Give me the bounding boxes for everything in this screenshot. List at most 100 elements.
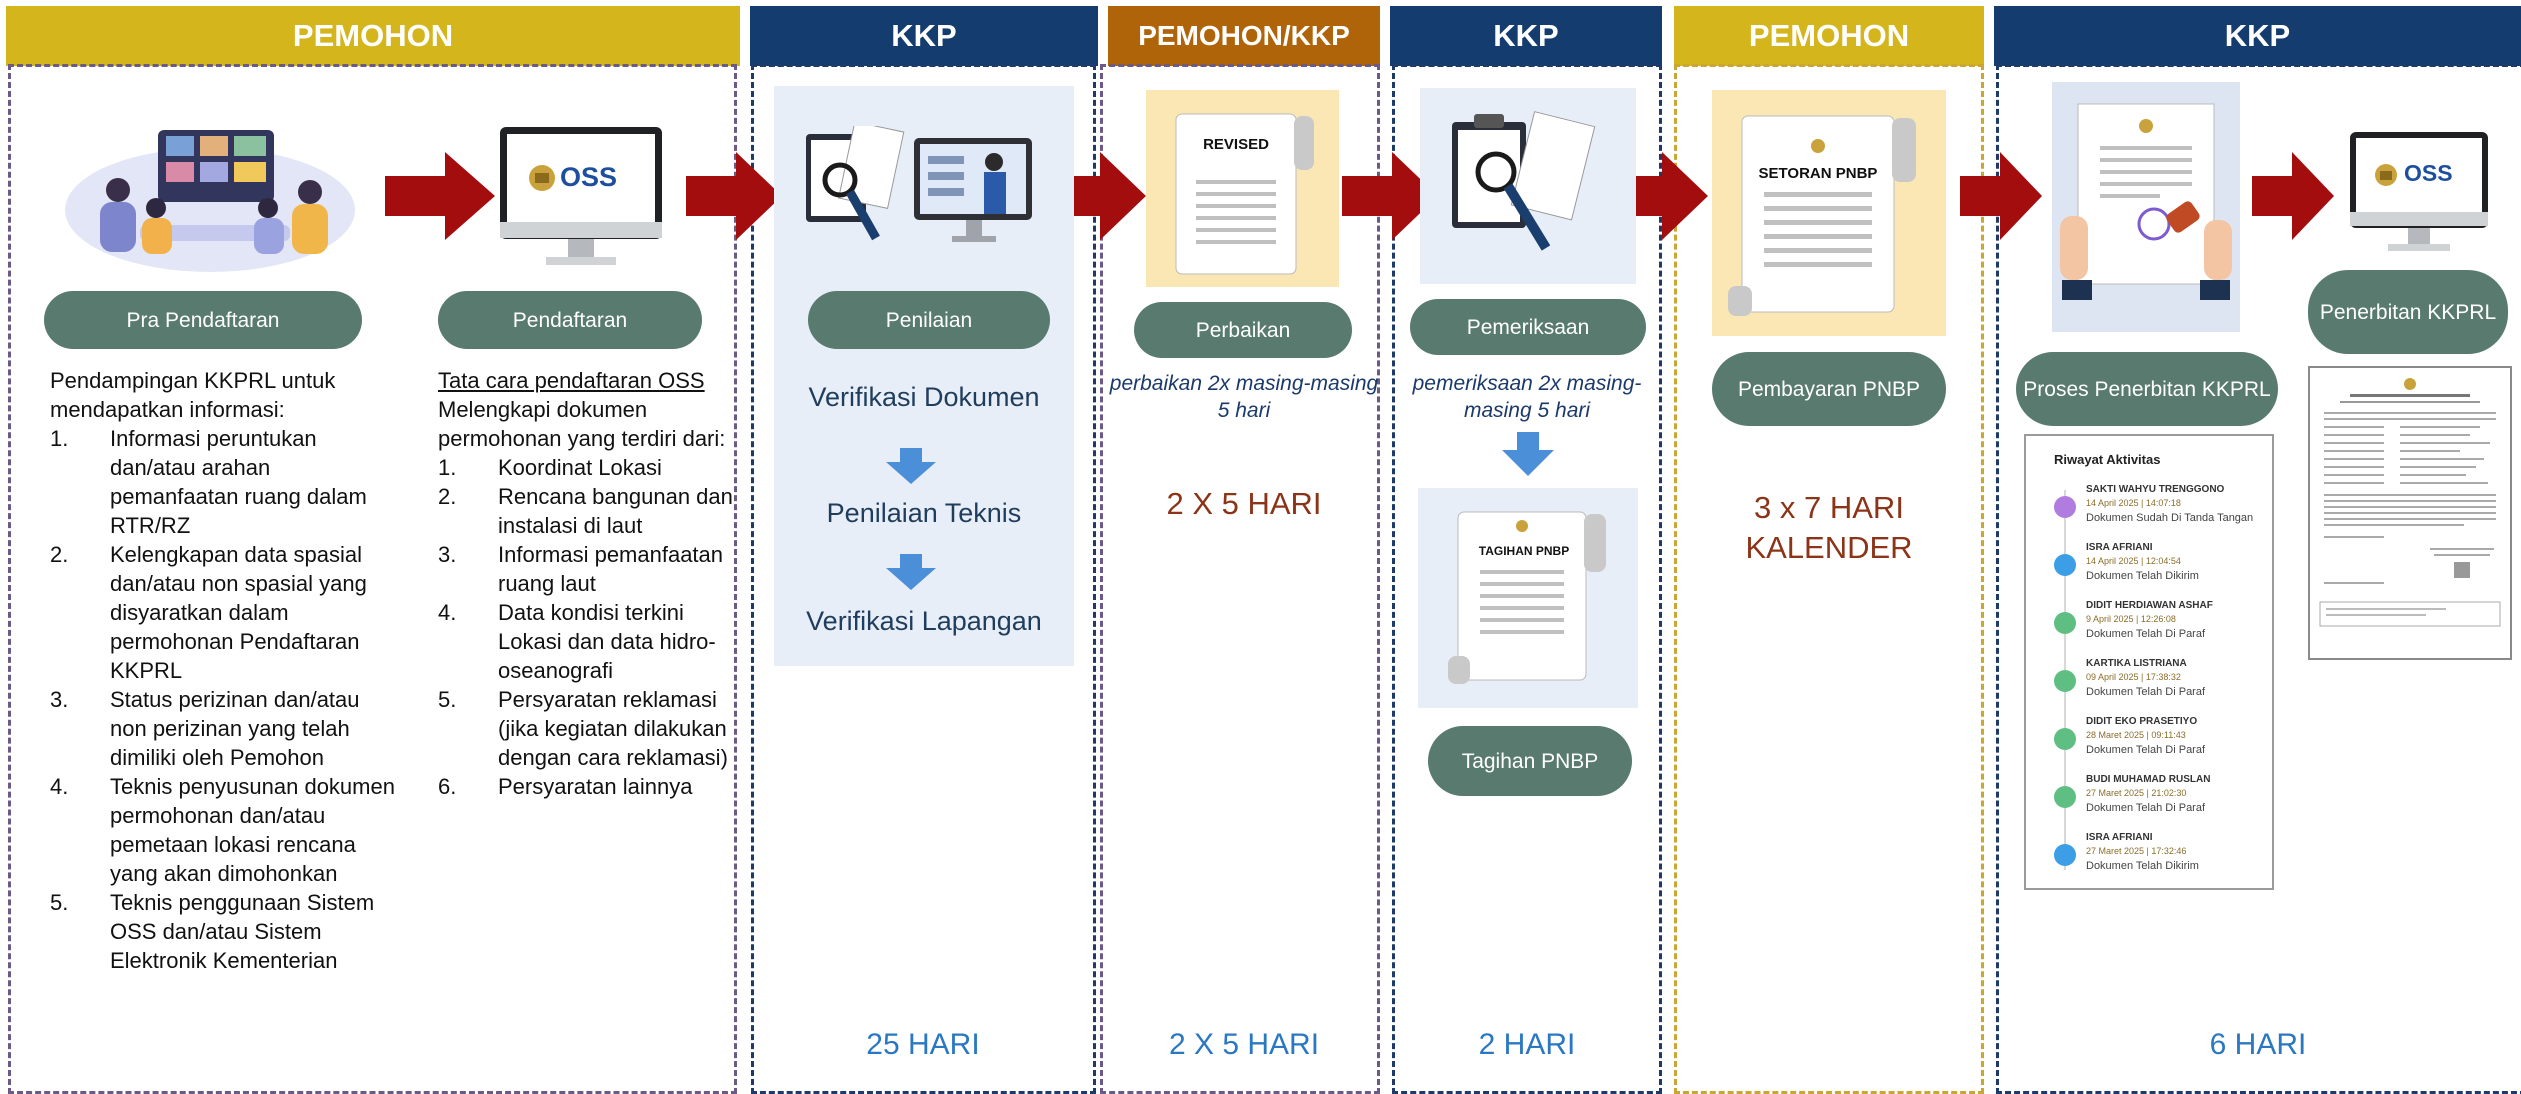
list-item: 5.Persyaratan reklamasi (jika kegiatan d…: [438, 685, 738, 772]
days-penilaian: 25 HARI: [866, 1028, 980, 1061]
activity-name: ISRA AFRIANI: [2086, 542, 2153, 553]
days-pemeriksaan: 2 HARI: [1478, 1028, 1576, 1061]
mid-days-perbaikan: 2 X 5 HARI: [1166, 486, 1322, 521]
header-kkp-1: KKP: [750, 6, 1098, 66]
oss-monitor-icon: [500, 127, 662, 265]
list-item-number: 1.: [438, 455, 457, 480]
list-item: 4. Data kondisi terkini Lokasi dan data h…: [438, 598, 738, 685]
list-item-number: 5.: [50, 890, 69, 915]
list-item: 1. Informasi peruntukan dan/atau arahan p…: [50, 424, 400, 540]
activity-date: 27 Maret 2025 | 21:02:30: [2086, 788, 2187, 798]
activity-date: 28 Maret 2025 | 09:11:43: [2086, 730, 2186, 740]
list-item-text: Persyaratan lainnya: [498, 774, 693, 799]
arrow-right-icon: [1342, 152, 1438, 240]
activity-name: ISRA AFRIANI: [2086, 832, 2153, 843]
days-penerbitan: 6 HARI: [2209, 1028, 2307, 1061]
header-pemohon-kkp: PEMOHON/KKP: [1108, 6, 1380, 66]
activity-history-panel: Riwayat Aktivitas SAKTI WAHYU TRENGGONO 1…: [2024, 434, 2274, 890]
step-verifikasi-dokumen: Verifikasi Dokumen: [808, 382, 1040, 412]
list-item-number: 1.: [50, 426, 69, 451]
col2-intro: Melengkapi dokumen permohonan yang terdi…: [438, 397, 726, 451]
list-item-number: 2.: [438, 484, 457, 509]
activity-status-icon: [2054, 670, 2076, 692]
activity-status: Dokumen Telah Di Paraf: [2086, 802, 2206, 814]
list-item: 5. Teknis penggunaan Sistem OSS dan/atau …: [50, 888, 400, 975]
note-perbaikan: perbaikan 2x masing-masing 5 hari: [1109, 372, 1379, 422]
activity-date: 09 April 2025 | 17:38:32: [2086, 672, 2181, 682]
arrow-down-icon: [886, 448, 936, 484]
list-item-text: Teknis penggunaan Sistem OSS dan/atau Si…: [110, 890, 375, 973]
pill-pra-pendaftaran: Pra Pendaftaran: [44, 291, 362, 349]
list-item-text: Kelengkapan data spasial dan/atau non sp…: [110, 542, 367, 683]
activity-name: SAKTI WAHYU TRENGGONO: [2086, 484, 2225, 495]
pill-pembayaran-pnbp: Pembayaran PNBP: [1712, 352, 1946, 426]
arrow-down-icon: [886, 554, 936, 590]
list-item: 4. Teknis penyusunan dokumen permohonan d…: [50, 772, 400, 888]
revised-doc-title: REVISED: [1203, 136, 1269, 153]
activity-date: 9 April 2025 | 12:26:08: [2086, 614, 2176, 624]
activity-date: 27 Maret 2025 | 17:32:46: [2086, 846, 2187, 856]
list-item-number: 5.: [438, 687, 457, 712]
step-penilaian-teknis: Penilaian Teknis: [826, 498, 1022, 528]
activity-status: Dokumen Telah Di Paraf: [2086, 686, 2206, 698]
list-item-text: Koordinat Lokasi: [498, 455, 662, 480]
col1-description: Pendampingan KKPRL untuk mendapatkan inf…: [50, 366, 400, 975]
activity-name: DIDIT HERDIAWAN ASHAF: [2086, 600, 2213, 611]
list-item-text: Status perizinan dan/atau non perizinan …: [110, 687, 360, 770]
list-item-number: 4.: [438, 600, 457, 625]
arrow-right-icon: [1960, 152, 2042, 240]
list-item: 2. Kelengkapan data spasial dan/atau non …: [50, 540, 400, 685]
activity-title: Riwayat Aktivitas: [2054, 452, 2161, 467]
list-item-text: Informasi peruntukan dan/atau arahan pem…: [110, 426, 367, 538]
list-item: 6. Persyaratan lainnya: [438, 772, 738, 801]
col2-title: Tata cara pendaftaran OSS: [438, 368, 705, 393]
activity-name: KARTIKA LISTRIANA: [2086, 658, 2187, 669]
list-item-number: 4.: [50, 774, 69, 799]
tagihan-doc-title: TAGIHAN PNBP: [1478, 544, 1570, 558]
pill-perbaikan: Perbaikan: [1134, 302, 1352, 358]
step-verifikasi-lapangan: Verifikasi Lapangan: [806, 606, 1042, 636]
certificate-document-icon: [2319, 378, 2501, 627]
list-item-text: Rencana bangunan dan instalasi di laut: [498, 484, 733, 538]
revised-document-icon: [1175, 113, 1314, 275]
activity-status-icon: [2054, 496, 2076, 518]
activity-date: 14 April 2025 | 14:07:18: [2086, 498, 2181, 508]
list-item-text: Teknis penyusunan dokumen permohonan dan…: [110, 774, 395, 886]
pill-tagihan-pnbp: Tagihan PNBP: [1428, 726, 1632, 796]
activity-name: DIDIT EKO PRASETIYO: [2086, 716, 2198, 727]
arrow-right-icon: [1050, 152, 1146, 240]
list-item-number: 6.: [438, 774, 457, 799]
setoran-doc-title: SETORAN PNBP: [1758, 165, 1878, 182]
arrow-right-icon: [385, 152, 495, 240]
oss-monitor-icon: [2350, 132, 2488, 251]
tagihan-document-icon: [1448, 511, 1606, 684]
arrow-down-icon: [1502, 432, 1554, 476]
oss-logo-text: OSS: [560, 162, 618, 192]
header-pemohon-1: PEMOHON: [6, 6, 740, 66]
list-item-number: 2.: [50, 542, 69, 567]
header-kkp-2: KKP: [1390, 6, 1662, 66]
pill-proses-penerbitan: Proses Penerbitan KKPRL: [2016, 352, 2278, 426]
oss-logo-text-2: OSS: [2404, 160, 2453, 186]
activity-status: Dokumen Sudah Di Tanda Tangan: [2086, 512, 2254, 524]
activity-status: Dokumen Telah Di Paraf: [2086, 628, 2206, 640]
activity-name: BUDI MUHAMAD RUSLAN: [2086, 774, 2211, 785]
list-item-text: Informasi pemanfaatan ruang laut: [498, 542, 724, 596]
activity-date: 14 April 2025 | 12:04:54: [2086, 556, 2181, 566]
col2-description: Tata cara pendaftaran OSS Melengkapi dok…: [438, 366, 738, 801]
list-item-number: 3.: [438, 542, 457, 567]
setoran-document-icon: [1728, 115, 1916, 316]
activity-status-icon: [2054, 612, 2076, 634]
inspection-illustration: [1452, 111, 1596, 251]
activity-status-icon: [2054, 554, 2076, 576]
col1-list: 1. Informasi peruntukan dan/atau arahan p…: [50, 424, 400, 975]
activity-status: Dokumen Telah Di Paraf: [2086, 744, 2206, 756]
header-kkp-3: KKP: [1994, 6, 2521, 66]
list-item-number: 3.: [50, 687, 69, 712]
list-item-text: Data kondisi terkini Lokasi dan data hid…: [498, 600, 716, 683]
note-pemeriksaan: pemeriksaan 2x masing-masing 5 hari: [1412, 372, 1642, 422]
arrow-right-icon: [2252, 152, 2334, 240]
activity-status: Dokumen Telah Dikirim: [2086, 860, 2199, 872]
pill-pemeriksaan: Pemeriksaan: [1410, 299, 1646, 355]
list-item: 3. Status perizinan dan/atau non perizina…: [50, 685, 400, 772]
